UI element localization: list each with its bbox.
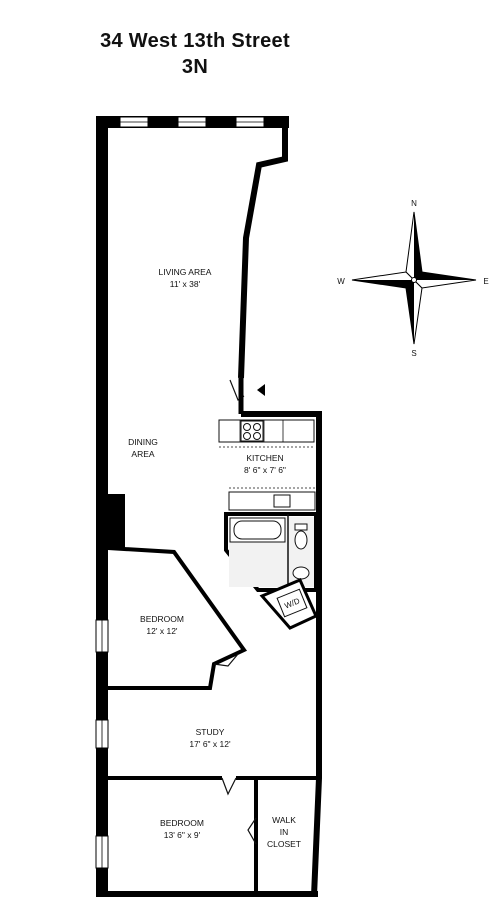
entry-door	[229, 378, 245, 414]
toilet-icon	[294, 523, 308, 550]
bedroom1-walls	[107, 546, 248, 690]
compass-west: W	[337, 277, 345, 286]
compass-north: N	[411, 199, 417, 208]
dining-area-label-line1: DINING	[128, 437, 158, 447]
living-east-wall	[238, 118, 288, 379]
bedroom2-label: BEDROOM	[160, 818, 204, 828]
unit-number: 3N	[181, 56, 209, 78]
entry-arrow-icon	[257, 384, 265, 396]
bath-sink-icon	[292, 566, 310, 580]
west-wall-pier	[108, 494, 125, 550]
closet-label-line3: CLOSET	[267, 839, 301, 849]
bedroom2-door	[221, 777, 237, 796]
dining-area-label-line2: AREA	[131, 449, 154, 459]
south-wall	[96, 891, 318, 897]
bedroom1-dims: 12' x 12'	[146, 626, 178, 636]
west-windows	[95, 619, 109, 869]
living-area-label: LIVING AREA	[159, 267, 212, 277]
study-label: STUDY	[196, 727, 225, 737]
plan-title: 34 West 13th Street	[100, 30, 290, 52]
west-exterior-wall	[96, 116, 108, 896]
kitchen-walls	[241, 411, 322, 524]
compass-south: S	[411, 349, 416, 358]
stove-icon	[240, 420, 264, 442]
closet-label-line1: WALK	[272, 815, 296, 825]
bedroom2-dims: 13' 6" x 9'	[164, 830, 201, 840]
bathtub-icon	[229, 517, 286, 543]
bedroom1-label: BEDROOM	[140, 614, 184, 624]
washer-dryer: W/D	[259, 578, 318, 630]
compass-east: E	[483, 277, 488, 286]
study-dims: 17' 6" x 12'	[189, 739, 231, 749]
closet-door	[247, 817, 257, 845]
compass-rose-icon	[351, 211, 477, 345]
kitchen-label: KITCHEN	[246, 453, 283, 463]
bedroom1-door	[213, 653, 239, 667]
closet-label-line2: IN	[280, 827, 289, 837]
kitchen-counter	[218, 419, 315, 448]
kitchen-dims: 8' 6" x 7' 6"	[244, 465, 286, 475]
north-windows	[119, 116, 265, 128]
living-area-dims: 11' x 38'	[170, 279, 201, 289]
kitchen-sink-counter	[228, 487, 316, 511]
